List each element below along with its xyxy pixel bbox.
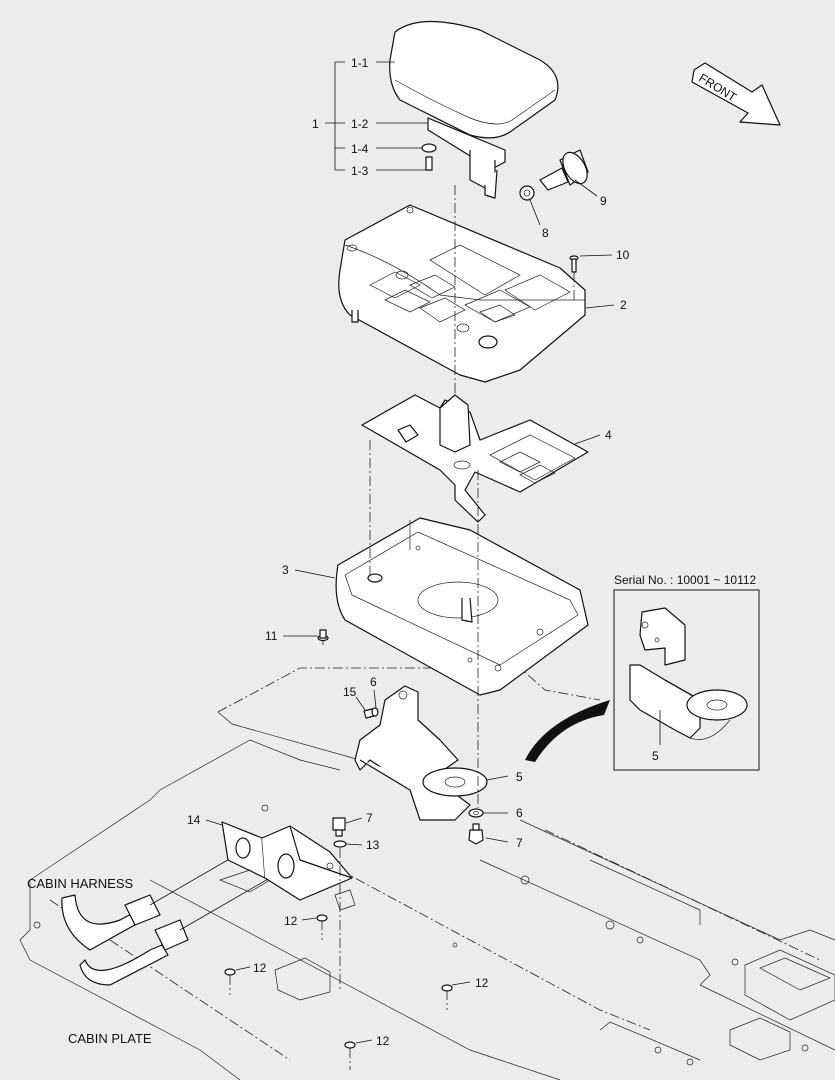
part-labels: 1 1-1 1-2 1-4 1-3 9 8 10 2 4 3 11 15 6 5… — [27, 56, 757, 1048]
label-1-1: 1-1 — [351, 56, 369, 70]
label-5: 5 — [516, 770, 523, 784]
label-12-d: 12 — [376, 1034, 390, 1048]
serial-label: Serial No. : 10001 ~ 10112 — [614, 573, 757, 587]
inset-pointer — [525, 700, 610, 762]
screw-11-drawing — [317, 629, 329, 642]
label-12-b: 12 — [253, 961, 267, 975]
bracket-plate-drawing — [361, 394, 589, 523]
serial-inset-box — [613, 589, 760, 771]
cabin-plate-drawing — [19, 667, 835, 1080]
label-8: 8 — [542, 226, 549, 240]
label-7-bottom: 7 — [516, 836, 523, 850]
armrest-pad-drawing — [389, 20, 559, 199]
label-3: 3 — [282, 563, 289, 577]
label-1-3: 1-3 — [351, 164, 369, 178]
front-arrow — [691, 62, 781, 126]
label-12-c: 12 — [475, 976, 489, 990]
small-fasteners-drawing — [363, 707, 379, 719]
label-15: 15 — [343, 685, 357, 699]
label-10: 10 — [616, 248, 630, 262]
label-12-a: 12 — [284, 914, 298, 928]
bottom-bolt-drawing — [468, 808, 484, 845]
label-11: 11 — [265, 629, 278, 643]
label-1-2: 1-2 — [351, 117, 369, 131]
cabin-harness-label: CABIN HARNESS — [27, 876, 134, 891]
label-14: 14 — [187, 813, 201, 827]
cabin-plate-label: CABIN PLATE — [68, 1031, 152, 1046]
lower-housing-drawing — [335, 517, 589, 696]
label-2: 2 — [620, 298, 627, 312]
cabin-harness-drawing — [61, 849, 276, 986]
screw-10-drawing — [569, 255, 579, 273]
label-13: 13 — [366, 838, 380, 852]
assembly-axis-lines — [229, 185, 575, 1070]
label-5-inset: 5 — [652, 749, 659, 763]
knob-and-washer-drawing — [519, 149, 589, 201]
support-bracket-drawing — [354, 685, 488, 821]
screws-12-drawing — [224, 914, 453, 1049]
label-1-4: 1-4 — [351, 142, 369, 156]
bolt-13-drawing — [332, 817, 347, 848]
label-1: 1 — [312, 117, 319, 131]
label-4: 4 — [605, 428, 612, 442]
label-7-top: 7 — [366, 811, 373, 825]
label-6-top: 6 — [370, 675, 377, 689]
label-6-bottom: 6 — [516, 806, 523, 820]
label-9: 9 — [600, 194, 607, 208]
console-cover-drawing — [338, 204, 586, 383]
harness-bracket-drawing — [221, 821, 353, 901]
leader-lines — [205, 61, 661, 1044]
